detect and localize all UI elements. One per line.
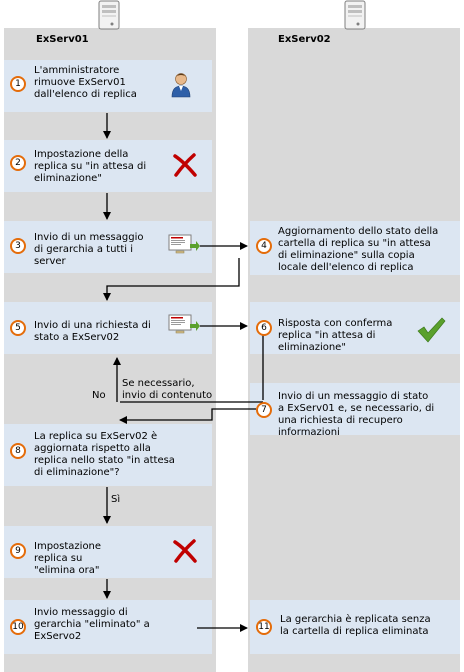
step-7-box bbox=[250, 383, 460, 435]
step-8-text: La replica su ExServ02 è aggiornata risp… bbox=[34, 431, 175, 478]
step-8-number: 8 bbox=[10, 443, 26, 459]
red-x-icon bbox=[173, 153, 197, 177]
step-2-box bbox=[4, 140, 212, 192]
server-icon-right bbox=[344, 0, 366, 30]
step-4-box bbox=[250, 221, 460, 275]
step-2-text: Impostazione della replica su "in attesa… bbox=[34, 149, 147, 184]
step-9-number: 9 bbox=[10, 543, 26, 559]
arrow-7-8 bbox=[119, 408, 256, 424]
step-9-text: Impostazione replica su "elimina ora" bbox=[34, 541, 102, 576]
server-icon-left bbox=[98, 0, 120, 30]
label-yes: Sì bbox=[111, 494, 121, 505]
server-label-left: ExServ01 bbox=[36, 34, 89, 45]
step-5-number: 5 bbox=[10, 320, 26, 336]
step-11-number: 11 bbox=[256, 619, 272, 635]
step-3-text: Invio di un messaggio di gerarchia a tut… bbox=[34, 232, 144, 267]
email-icon bbox=[168, 234, 200, 254]
step-3-number: 3 bbox=[10, 238, 26, 254]
step-4-number: 4 bbox=[256, 238, 272, 254]
arrow-4-5 bbox=[103, 258, 240, 301]
step-8-box bbox=[4, 424, 212, 486]
red-x-icon-2 bbox=[173, 539, 197, 563]
step-1-text: L'amministratore rimuove ExServ01 dall'e… bbox=[34, 65, 137, 100]
step-7-text: Invio di un messaggio di stato a ExServ0… bbox=[278, 391, 435, 438]
user-icon bbox=[171, 73, 191, 98]
step-10-box bbox=[4, 600, 212, 654]
label-content: Se necessario, invio di contenuto bbox=[122, 378, 213, 401]
step-6-number: 6 bbox=[256, 320, 272, 336]
step-4-text: Aggiornamento dello stato della cartella… bbox=[278, 226, 439, 273]
step-10-number: 10 bbox=[10, 619, 26, 635]
step-7-number: 7 bbox=[256, 402, 272, 418]
step-6-text: Risposta con conferma replica "in attesa… bbox=[278, 318, 393, 353]
step-9-box bbox=[4, 526, 212, 578]
step-5-text: Invio di una richiesta di stato a ExServ… bbox=[34, 320, 151, 343]
email-icon-2 bbox=[168, 314, 200, 334]
server-label-right: ExServ02 bbox=[278, 34, 331, 45]
step-11-box bbox=[250, 600, 460, 654]
step-10-text: Invio messaggio di gerarchia "eliminato"… bbox=[34, 607, 150, 642]
label-no: No bbox=[92, 390, 106, 401]
step-11-text: La gerarchia è replicata senza la cartel… bbox=[280, 614, 431, 637]
step-1-number: 1 bbox=[10, 76, 26, 92]
step-1-box bbox=[4, 60, 212, 112]
step-2-number: 2 bbox=[10, 155, 26, 171]
green-check-icon bbox=[417, 317, 446, 343]
